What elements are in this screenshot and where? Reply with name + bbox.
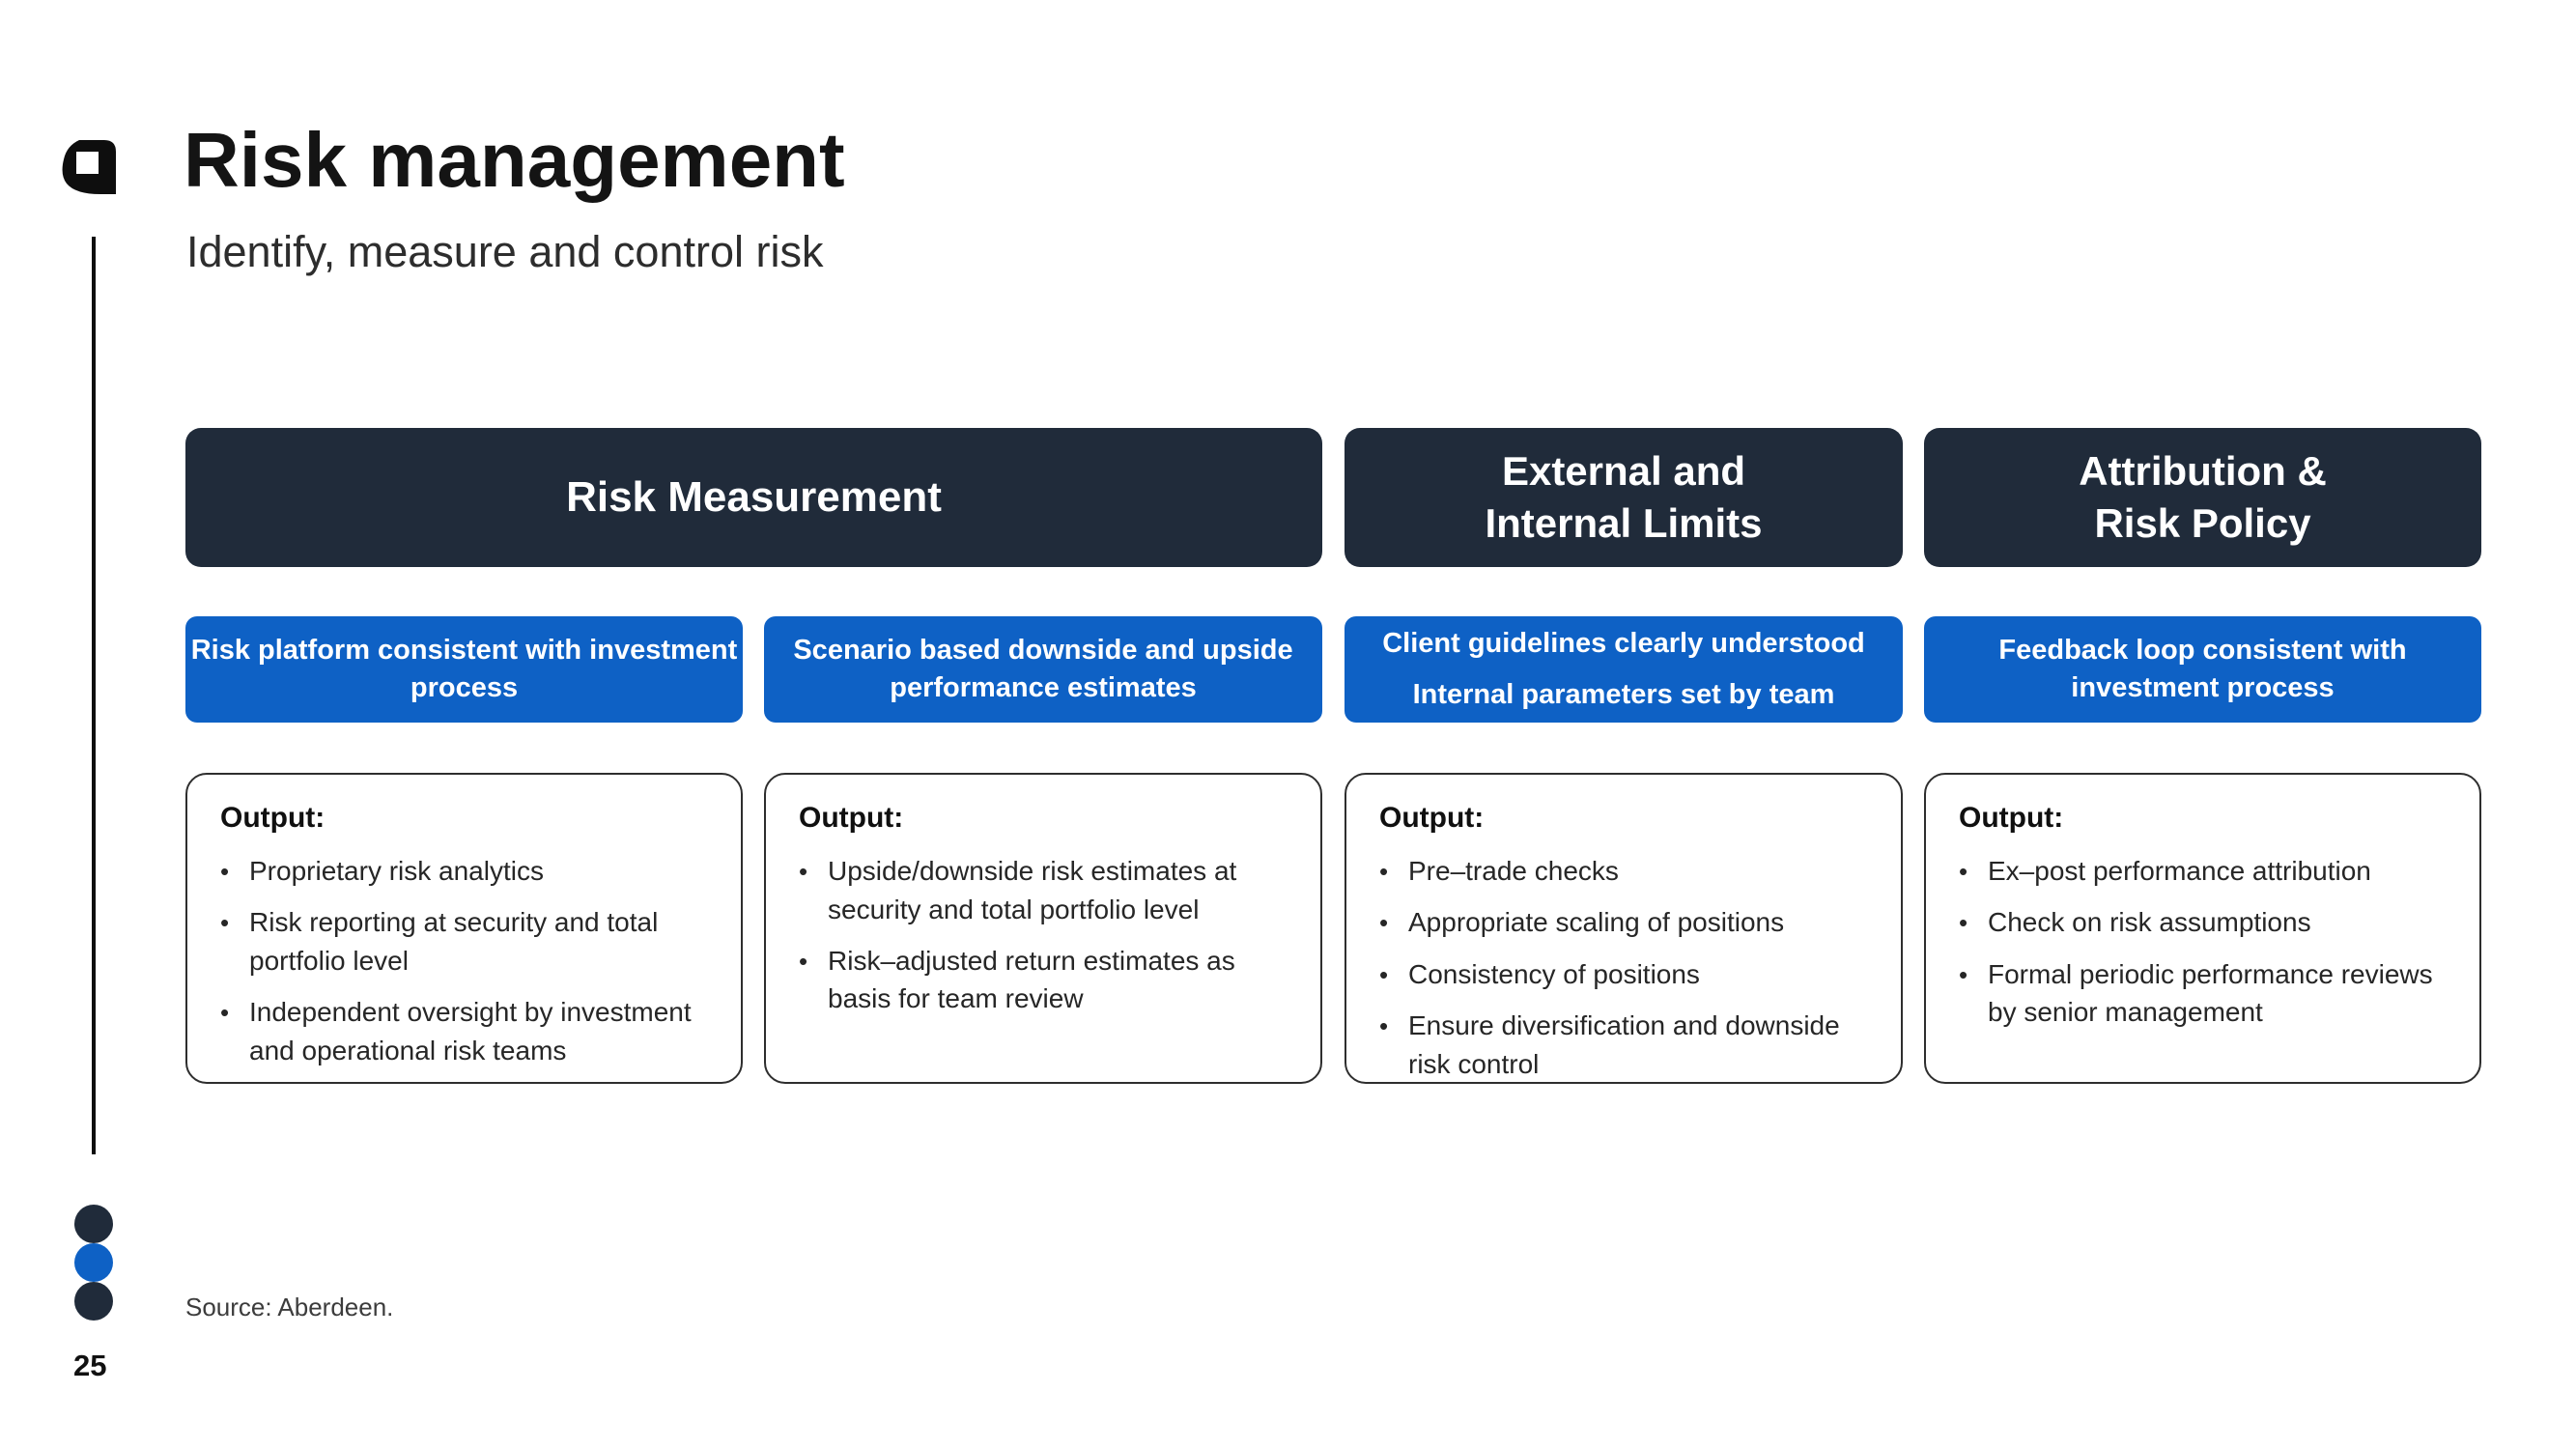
bullet-icon: • — [799, 857, 808, 886]
output-box-attribution: Output: • Ex–post performance attribution… — [1924, 773, 2481, 1084]
bullet-icon: • — [220, 857, 230, 886]
pill-line: performance estimates — [890, 672, 1197, 703]
list-item: • Consistency of positions — [1379, 955, 1874, 994]
output-heading: Output: — [799, 802, 904, 834]
bullet-text: Appropriate scaling of positions — [1408, 907, 1785, 938]
pill-line: Client guidelines clearly understood — [1382, 627, 1865, 659]
output-bullet-list: • Proprietary risk analytics • Risk report… — [220, 852, 714, 1069]
bullet-icon: • — [1959, 959, 1968, 989]
stage-header-label: Risk Measurement — [566, 472, 942, 521]
bullet-text: Upside/downside risk estimates at securi… — [828, 856, 1237, 924]
stage-header-risk-measurement: Risk Measurement — [185, 428, 1322, 567]
pill-line: Risk platform consistent with investment — [190, 634, 738, 666]
pill-feedback-loop: Feedback loop consistent with investment… — [1924, 616, 2481, 723]
bullet-icon: • — [1379, 1010, 1389, 1040]
output-box-risk-platform: Output: • Proprietary risk analytics • Ris… — [185, 773, 743, 1084]
stage-header-label: Attribution & — [2079, 448, 2327, 495]
pill-line: Internal parameters set by team — [1412, 679, 1835, 710]
bullet-text: Risk–adjusted return estimates as basis … — [828, 945, 1235, 1014]
bullet-text: Independent oversight by investment and … — [249, 996, 692, 1065]
output-box-scenario-estimates: Output: • Upside/downside risk estimates … — [764, 773, 1322, 1084]
bullet-icon: • — [1379, 857, 1389, 886]
list-item: • Upside/downside risk estimates at secur… — [799, 852, 1293, 929]
pill-line: process — [410, 672, 519, 703]
list-item: • Risk reporting at security and total po… — [220, 903, 714, 980]
list-item: • Ex–post performance attribution — [1959, 852, 2452, 891]
list-item: • Pre–trade checks — [1379, 852, 1874, 891]
bullet-icon: • — [1379, 908, 1389, 938]
footer-dot-blue — [74, 1243, 113, 1282]
bullet-text: Check on risk assumptions — [1988, 907, 2311, 938]
list-item: • Proprietary risk analytics — [220, 852, 714, 891]
bullet-icon: • — [220, 908, 230, 938]
source-note: Source: Aberdeen. — [185, 1293, 394, 1321]
stage-header-label: Risk Policy — [2094, 500, 2311, 546]
list-item: • Independent oversight by investment and… — [220, 993, 714, 1070]
bullet-text: Risk reporting at security and total por… — [249, 907, 659, 977]
output-bullet-list: • Pre–trade checks • Appropriate scaling o… — [1379, 852, 1874, 1083]
stage-header-label: Internal Limits — [1485, 500, 1763, 546]
footer-dot-navy-bottom — [74, 1282, 113, 1321]
page-number: 25 — [73, 1349, 107, 1382]
output-heading: Output: — [1379, 802, 1485, 834]
pill-scenario-estimates: Scenario based downside and upside perfo… — [764, 616, 1322, 723]
list-item: • Ensure diversification and downside ris… — [1379, 1007, 1874, 1084]
bullet-icon: • — [1959, 857, 1968, 886]
stage-header-external-internal-limits: External and Internal Limits — [1345, 428, 1903, 567]
bullet-icon: • — [1379, 959, 1389, 989]
stage-header-label: External and — [1501, 448, 1746, 495]
bullet-text: Pre–trade checks — [1408, 856, 1619, 886]
list-item: • Appropriate scaling of positions — [1379, 903, 1874, 942]
output-bullet-list: • Ex–post performance attribution • Check … — [1959, 852, 2452, 1032]
bullet-icon: • — [1959, 908, 1968, 938]
bullet-text: Ensure diversification and downside risk… — [1408, 1009, 1840, 1079]
stage-header-attribution-risk-policy: Attribution & Risk Policy — [1924, 428, 2481, 567]
list-item: • Risk–adjusted return estimates as basis… — [799, 942, 1293, 1019]
pill-client-guidelines: Client guidelines clearly understood Int… — [1345, 616, 1903, 723]
pill-risk-platform: Risk platform consistent with investment… — [185, 616, 743, 723]
bullet-text: Formal periodic performance reviews by s… — [1988, 958, 2433, 1028]
page-title: Risk management — [184, 117, 845, 203]
pill-line: investment process — [2071, 672, 2335, 703]
pill-line: Feedback loop consistent with — [1998, 634, 2407, 666]
bullet-text: Consistency of positions — [1408, 958, 1700, 989]
pill-line: Scenario based downside and upside — [793, 634, 1293, 666]
output-bullet-list: • Upside/downside risk estimates at secur… — [799, 852, 1293, 1018]
left-accent-line — [92, 237, 96, 1154]
output-heading: Output: — [220, 802, 326, 834]
bullet-icon: • — [220, 997, 230, 1027]
output-box-limits: Output: • Pre–trade checks • Appropriate s… — [1345, 773, 1903, 1084]
bullet-icon: • — [799, 946, 808, 976]
list-item: • Check on risk assumptions — [1959, 903, 2452, 942]
list-item: • Formal periodic performance reviews by … — [1959, 955, 2452, 1033]
bullet-text: Proprietary risk analytics — [249, 856, 544, 886]
footer-dot-navy-top — [74, 1205, 113, 1243]
output-heading: Output: — [1959, 802, 2064, 834]
bullet-text: Ex–post performance attribution — [1988, 856, 2371, 886]
page-subtitle: Identify, measure and control risk — [186, 227, 824, 276]
aberdeen-logo-icon — [62, 140, 116, 194]
